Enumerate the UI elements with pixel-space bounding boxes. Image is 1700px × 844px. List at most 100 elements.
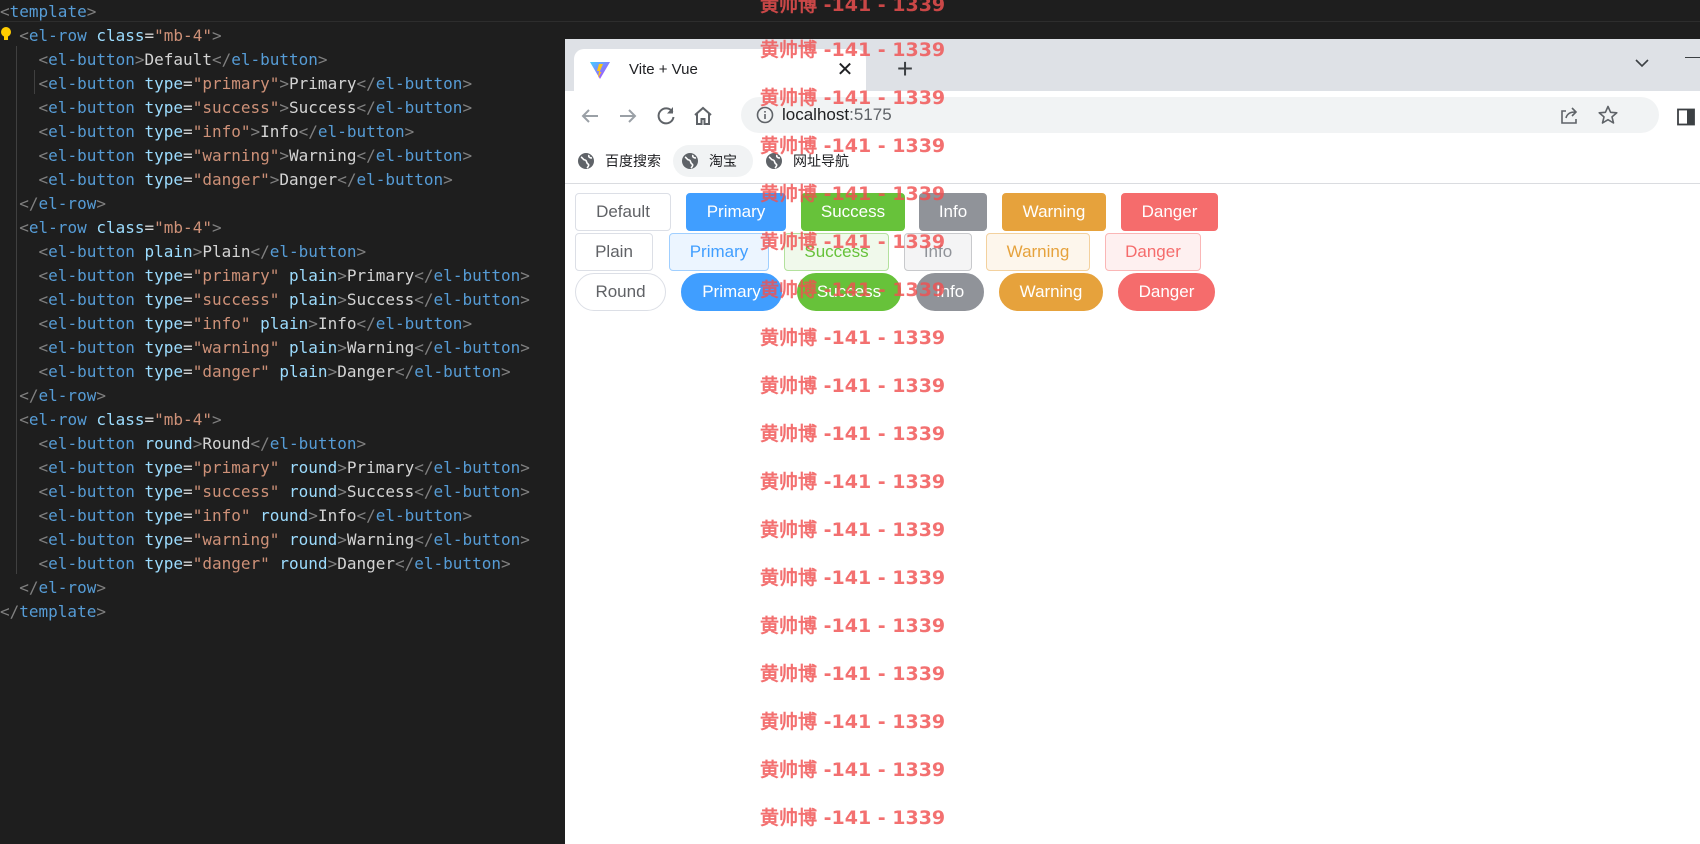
indent-guide: [34, 70, 35, 94]
code-token: >: [96, 578, 106, 597]
code-token: <: [0, 2, 10, 21]
code-token: el-button: [48, 242, 135, 261]
code-token: >: [327, 362, 338, 381]
code-token: el-button: [48, 266, 135, 285]
danger-button[interactable]: Danger: [1121, 193, 1218, 231]
round-danger-button[interactable]: Danger: [1118, 273, 1215, 311]
warning-button[interactable]: Warning: [1002, 193, 1106, 231]
code-token: [270, 362, 280, 381]
code-token: template: [9, 2, 87, 21]
code-token: [135, 338, 145, 357]
bookmark-taobao[interactable]: 淘宝: [673, 145, 753, 177]
star-icon[interactable]: [1597, 104, 1619, 126]
close-icon[interactable]: ✕: [836, 59, 854, 81]
round-button[interactable]: Round: [575, 273, 666, 311]
code-token: [135, 506, 145, 525]
code-token: el-row: [38, 194, 97, 213]
code-token: [87, 218, 97, 237]
code-token: >: [337, 458, 347, 477]
bookmark-label: 网址导航: [793, 153, 849, 169]
code-token: [250, 314, 260, 333]
code-token: type: [144, 458, 184, 477]
primary-button[interactable]: Primary: [686, 193, 786, 231]
success-button[interactable]: Success: [801, 193, 905, 231]
code-token: [135, 74, 145, 93]
bookmark-url-nav[interactable]: 网址导航: [757, 145, 857, 177]
code-token: </: [211, 50, 232, 69]
code-line: <el-button type="danger" plain>Danger</e…: [0, 360, 511, 384]
code-token: type: [144, 74, 184, 93]
code-token: plain: [289, 290, 338, 309]
code-token: plain: [144, 242, 193, 261]
plain-success-button[interactable]: Success: [784, 233, 889, 271]
tab-title: Vite + Vue: [629, 61, 698, 78]
code-token: <: [0, 530, 49, 549]
code-token: </: [0, 578, 39, 597]
round-info-button[interactable]: Info: [916, 273, 984, 311]
plain-danger-button[interactable]: Danger: [1105, 233, 1201, 271]
arrow-left-icon[interactable]: [578, 104, 602, 128]
side-panel-icon[interactable]: [1677, 108, 1695, 126]
code-token: >: [86, 2, 97, 21]
code-token: class: [96, 26, 145, 45]
plain-info-button[interactable]: Info: [904, 233, 972, 271]
code-token: "mb-4": [154, 410, 212, 429]
home-icon[interactable]: [691, 104, 715, 128]
round-success-button[interactable]: Success: [797, 273, 901, 311]
code-token: </: [414, 482, 434, 501]
code-token: el-button: [48, 146, 135, 165]
code-token: "success": [192, 290, 280, 309]
plain-warning-button[interactable]: Warning: [986, 233, 1090, 271]
code-token: "success": [192, 482, 280, 501]
code-token: type: [144, 530, 184, 549]
code-token: [135, 482, 145, 501]
code-line: <el-button type="primary">Primary</el-bu…: [0, 72, 473, 96]
code-token: el-row: [38, 578, 97, 597]
round-primary-button[interactable]: Primary: [681, 273, 782, 311]
code-token: el-button: [375, 98, 463, 117]
code-token: "mb-4": [154, 26, 212, 45]
code-token: el-button: [48, 98, 135, 117]
code-token: </: [0, 194, 39, 213]
arrow-right-icon[interactable]: [616, 104, 640, 128]
bookmark-baidu-search[interactable]: 百度搜索: [569, 145, 669, 177]
code-token: >: [211, 410, 222, 429]
globe-icon: [766, 153, 782, 169]
code-token: >: [279, 146, 290, 165]
lightbulb-icon[interactable]: [0, 26, 12, 42]
code-token: class: [96, 410, 145, 429]
code-token: [87, 410, 97, 429]
share-icon[interactable]: [1558, 104, 1580, 126]
code-token: [135, 98, 145, 117]
code-token: el-button: [48, 554, 135, 573]
code-line: <el-button type="warning" plain>Warning<…: [0, 336, 530, 360]
plain-primary-button[interactable]: Primary: [669, 233, 769, 271]
minimize-button[interactable]: [1685, 57, 1700, 58]
code-token: "primary": [192, 458, 280, 477]
code-token: el-button: [48, 458, 135, 477]
code-token: =: [144, 410, 155, 429]
code-token: [135, 266, 145, 285]
code-token: <: [0, 410, 29, 429]
tab-vite-vue[interactable]: Vite + Vue ✕: [574, 49, 866, 91]
code-token: >: [500, 362, 511, 381]
code-token: >: [520, 530, 530, 549]
code-token: =: [183, 482, 193, 501]
code-token: "info": [192, 314, 251, 333]
code-token: >: [269, 170, 280, 189]
code-token: >: [462, 506, 473, 525]
info-button[interactable]: Info: [919, 193, 987, 231]
default-button[interactable]: Default: [575, 193, 671, 231]
info-icon[interactable]: [756, 106, 774, 124]
code-token: [250, 506, 260, 525]
code-token: >: [308, 506, 318, 525]
chevron-down-icon[interactable]: [1632, 53, 1652, 73]
round-warning-button[interactable]: Warning: [999, 273, 1103, 311]
reload-icon[interactable]: [654, 104, 678, 128]
code-token: <: [0, 482, 49, 501]
address-bar[interactable]: localhost:5175: [741, 97, 1659, 133]
code-token: =: [183, 290, 193, 309]
new-tab-plus-icon[interactable]: +: [896, 53, 914, 84]
plain-button[interactable]: Plain: [575, 233, 653, 271]
code-token: >: [96, 602, 106, 621]
